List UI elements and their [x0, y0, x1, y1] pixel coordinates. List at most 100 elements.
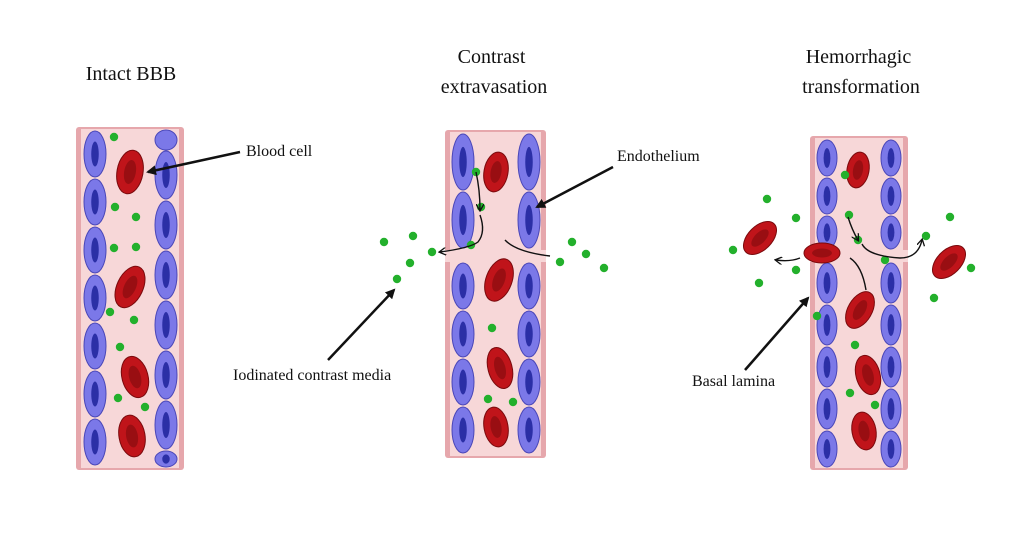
red-blood-cell-center	[490, 416, 502, 438]
endothelial-nucleus	[91, 237, 99, 263]
vessel-intact	[76, 127, 184, 470]
contrast-dot	[850, 340, 860, 350]
endothelial-nucleus	[823, 272, 831, 294]
red-blood-cell	[483, 151, 509, 193]
endothelial-cell	[154, 129, 178, 151]
contrast-dot	[405, 258, 415, 268]
endothelial-nucleus	[887, 439, 895, 459]
contrast-dot	[791, 213, 801, 223]
contrast-dot	[880, 255, 890, 265]
contrast-dot	[115, 342, 125, 352]
endothelial-nucleus	[887, 186, 895, 206]
panel-title-intact-bbb: Intact BBB	[86, 63, 177, 85]
contrast-dot	[921, 231, 931, 241]
endothelial-nucleus	[162, 362, 170, 388]
contrast-dot	[929, 293, 939, 303]
endothelial-nucleus	[459, 204, 467, 236]
red-blood-cell	[484, 258, 514, 302]
endothelial-nucleus	[525, 204, 533, 236]
endothelial-nucleus	[91, 381, 99, 407]
endothelial-nucleus	[162, 162, 170, 188]
endothelial-nucleus	[823, 148, 831, 168]
red-blood-cell-center	[490, 161, 502, 183]
endothelial-nucleus	[525, 417, 533, 443]
endothelial-nucleus	[459, 321, 467, 347]
contrast-dot	[567, 237, 577, 247]
red-blood-cell	[851, 411, 877, 451]
flow-arrows-extravasation	[440, 171, 551, 257]
red-blood-cell	[116, 149, 144, 195]
endothelial-nucleus	[525, 273, 533, 299]
contrast-dot	[508, 397, 518, 407]
endothelial-nucleus	[162, 412, 170, 438]
contrast-dot	[844, 210, 854, 220]
contrast-dot	[845, 388, 855, 398]
red-blood-cell	[743, 221, 777, 255]
red-blood-cell-center	[122, 275, 138, 299]
endothelial-nucleus	[525, 369, 533, 395]
contrast-dot	[129, 315, 139, 325]
contrast-dot	[581, 249, 591, 259]
panel-title-contrast-extravasation: Contrast extravasation	[441, 46, 548, 98]
endothelial-nucleus	[887, 398, 895, 420]
flow-arrows-hemorrhagic	[776, 216, 922, 291]
red-blood-cell	[854, 354, 882, 396]
contrast-dot	[728, 245, 738, 255]
endothelial-nucleus	[887, 356, 895, 378]
endothelial-nucleus	[91, 141, 99, 167]
endothelial-nucleus	[823, 186, 831, 206]
red-blood-cell-center	[751, 229, 769, 247]
endothelial-nucleus	[162, 212, 170, 238]
arrow-basal-lamina	[744, 296, 810, 371]
endothelial-nucleus	[162, 262, 170, 288]
contrast-dot	[109, 243, 119, 253]
arrow-contrast-media	[327, 288, 396, 361]
red-blood-cell	[845, 291, 875, 329]
red-blood-cell-center	[940, 253, 958, 271]
endothelial-nucleus	[91, 429, 99, 455]
endothelial-nucleus	[823, 439, 831, 459]
contrast-dot	[791, 265, 801, 275]
contrast-dot	[109, 132, 119, 142]
red-blood-cell	[483, 406, 509, 448]
red-blood-cell	[932, 245, 966, 279]
endothelial-nucleus	[91, 285, 99, 311]
contrast-dot	[945, 212, 955, 222]
red-blood-cell-center	[852, 160, 864, 180]
endothelial-nucleus	[162, 312, 170, 338]
endothelial-nucleus	[823, 314, 831, 336]
endothelial-nucleus	[887, 272, 895, 294]
panel-title-hemorrhagic-transformation: Hemorrhagic transformation	[802, 46, 920, 98]
contrast-dot	[105, 307, 115, 317]
contrast-dot	[966, 263, 976, 273]
red-blood-cell	[846, 151, 870, 189]
endothelial-nucleus	[525, 321, 533, 347]
contrast-dot	[870, 400, 880, 410]
endothelial-nucleus	[887, 223, 895, 242]
extravasated-contrast	[379, 231, 609, 284]
vessel-extravasation	[445, 130, 546, 458]
red-blood-cell	[120, 355, 150, 399]
contrast-dot	[392, 274, 402, 284]
label-endothelium: Endothelium	[617, 148, 700, 165]
contrast-dot	[140, 402, 150, 412]
contrast-dot	[427, 247, 437, 257]
red-blood-cell-center	[125, 424, 139, 448]
contrast-dot	[131, 212, 141, 222]
endothelial-nucleus	[887, 314, 895, 336]
red-blood-cell-center	[493, 356, 507, 380]
contrast-dot	[483, 394, 493, 404]
hemorrhage-outside	[728, 194, 976, 303]
endothelial-nucleus	[525, 146, 533, 178]
red-blood-cell-center	[128, 365, 142, 389]
contrast-dot	[476, 202, 486, 212]
contrast-dot	[110, 202, 120, 212]
vessel-hemorrhagic	[810, 136, 908, 470]
red-blood-cell-center	[858, 420, 870, 442]
red-blood-cell	[118, 414, 146, 458]
red-blood-cell-center	[852, 300, 868, 320]
contrast-dot	[555, 257, 565, 267]
endothelial-nucleus	[91, 333, 99, 359]
contrast-dot	[599, 263, 609, 273]
contrast-dot	[812, 311, 822, 321]
